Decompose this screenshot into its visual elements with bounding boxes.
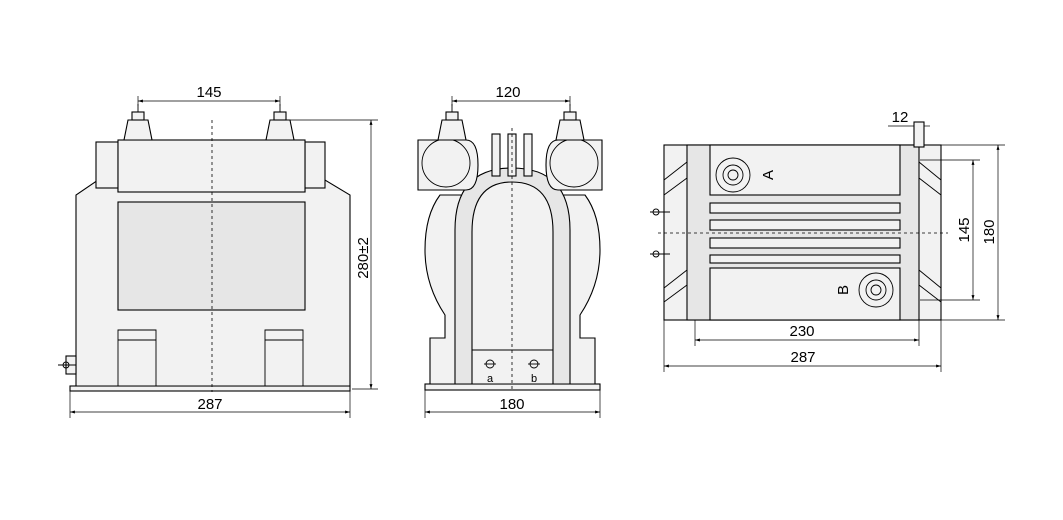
secondary-terminal-b: b (528, 359, 540, 385)
secondary-terminal-a: a (484, 359, 496, 385)
top-ground-bolts (650, 208, 670, 258)
dim-label-145-top: 145 (956, 217, 973, 242)
dim-top-outer-depth: 180 (941, 144, 1005, 321)
dim-top-inner-depth: 145 (920, 159, 980, 301)
dim-top-inner-width: 230 (694, 320, 920, 346)
front-left-ear (95, 141, 119, 189)
side-yoke-inner (471, 181, 554, 385)
front-ground-bolt (58, 355, 77, 375)
dim-side-width: 180 (424, 390, 601, 418)
top-view: A B 12 145 (650, 109, 1005, 372)
front-core (117, 201, 306, 311)
dim-label-145-front: 145 (196, 84, 221, 101)
front-right-ear (304, 141, 326, 189)
primary-label-b: B (835, 285, 852, 295)
dim-label-230: 230 (789, 323, 814, 340)
dim-label-12: 12 (892, 109, 909, 126)
side-left-bushing (417, 139, 479, 191)
side-base-plate (424, 383, 601, 391)
dim-label-180-top: 180 (981, 219, 998, 244)
dim-label-120: 120 (495, 84, 520, 101)
front-top-block (117, 139, 306, 193)
front-view: 145 280±2 287 (58, 84, 378, 418)
dim-front-terminal-spacing: 145 (137, 84, 281, 106)
dim-front-width: 287 (69, 391, 351, 418)
dim-label-280: 280±2 (355, 237, 372, 279)
top-lower-block (709, 267, 901, 321)
dim-label-287-top: 287 (790, 349, 815, 366)
primary-label-a: A (760, 170, 777, 180)
secondary-label-b: b (531, 373, 537, 385)
primary-terminal-a: A (715, 157, 777, 193)
dim-label-180-side: 180 (499, 396, 524, 413)
dim-top-outer-width: 287 (663, 320, 942, 372)
side-right-bushing (545, 139, 603, 191)
top-upper-block (709, 144, 901, 196)
front-base-plate (69, 385, 351, 392)
dim-front-height: 280±2 (290, 119, 378, 390)
front-terminal-left (123, 119, 153, 141)
dim-side-terminal-spacing: 120 (451, 84, 571, 106)
top-tab (913, 121, 925, 148)
front-left-foot (117, 329, 157, 386)
side-view: a b 120 180 (417, 84, 603, 418)
dim-top-tab: 12 (888, 109, 930, 127)
front-right-foot (264, 329, 304, 386)
front-terminal-right (265, 119, 295, 141)
dim-label-287-front: 287 (197, 396, 222, 413)
primary-terminal-b: B (835, 272, 894, 308)
secondary-label-a: a (487, 373, 494, 385)
